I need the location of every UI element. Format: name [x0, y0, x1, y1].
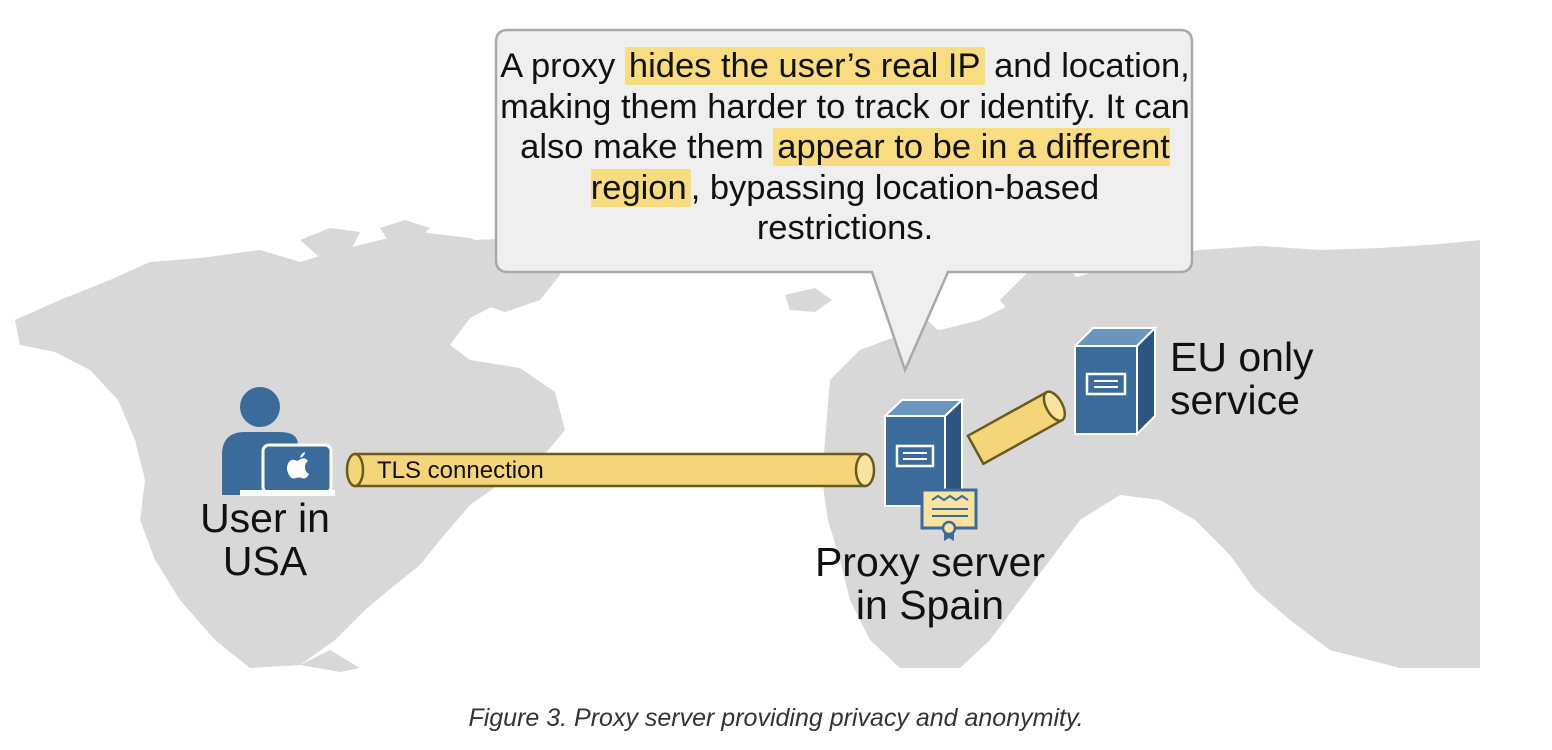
- bubble-text-part2: and location, making them harder to trac…: [500, 47, 1190, 166]
- server-icon: [882, 397, 965, 509]
- bubble-text-part1: A proxy: [500, 47, 625, 85]
- user-label-line2: USA: [222, 538, 308, 584]
- service-server-icon: [1072, 325, 1158, 437]
- user-label: User in USA: [160, 497, 370, 583]
- apple-logo-icon: [287, 452, 309, 479]
- bubble-highlight-1: hides the user’s real IP: [624, 47, 985, 85]
- forward-tunnel: [966, 390, 1067, 466]
- proxy-label-line2: in Spain: [855, 582, 1005, 628]
- tls-tunnel: [345, 452, 876, 488]
- user-laptop-icon: [222, 387, 335, 496]
- tunnel-label: TLS connection: [377, 457, 544, 484]
- certificate-icon: [920, 488, 978, 541]
- speech-bubble: [494, 28, 1194, 374]
- user-label-line1: User in: [200, 495, 330, 541]
- figure-caption: Figure 3. Proxy server providing privacy…: [468, 704, 1084, 732]
- proxy-label: Proxy server in Spain: [780, 541, 1080, 627]
- service-label: EU only service: [1170, 336, 1370, 422]
- proxy-label-line1: Proxy server: [814, 539, 1046, 585]
- service-label-line2: service: [1170, 377, 1300, 423]
- service-label-line1: EU only: [1170, 334, 1314, 380]
- bubble-text-part3: , bypassing location-based restrictions.: [690, 168, 1100, 248]
- bubble-text: A proxy hides the user’s real IP and loc…: [500, 40, 1190, 272]
